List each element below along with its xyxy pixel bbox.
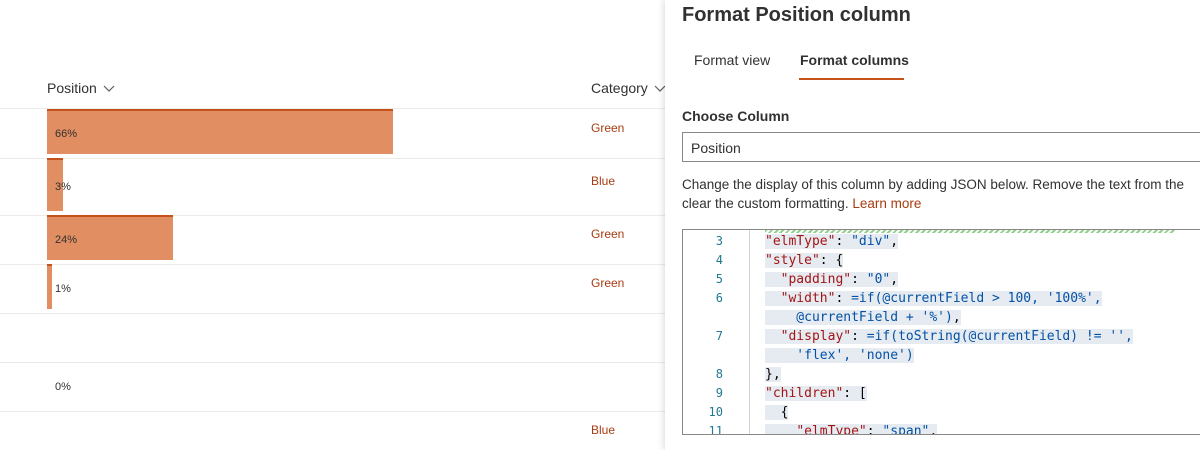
line-number: 3 xyxy=(715,234,723,248)
code-line-text: "elmType": "div", xyxy=(765,234,899,249)
column-header-position[interactable]: Position xyxy=(47,80,115,96)
code-line: "elmType": "div", xyxy=(765,234,899,249)
code-line-text: "children": [ xyxy=(765,386,867,401)
description-line-2: clear the custom formatting. Learn more xyxy=(682,194,1200,213)
position-value: 0% xyxy=(55,380,71,393)
line-number: 8 xyxy=(715,367,723,381)
list-view: Position Category 66% Green 3% Blue 24% Green… xyxy=(0,80,665,450)
position-bar xyxy=(47,158,63,211)
tab-format-view[interactable]: Format view xyxy=(694,52,771,68)
chevron-down-icon xyxy=(654,85,665,92)
table-row[interactable]: 24% Green xyxy=(0,215,665,265)
code-line: @currentField + '%'), xyxy=(765,310,961,325)
learn-more-link[interactable]: Learn more xyxy=(852,196,922,211)
position-bar xyxy=(47,215,173,260)
category-value: Green xyxy=(591,226,625,241)
line-number: 4 xyxy=(715,253,723,267)
category-value: Green xyxy=(591,275,625,290)
active-tab-indicator xyxy=(799,78,904,80)
table-row[interactable]: Blue xyxy=(0,411,665,450)
table-row[interactable]: 66% Green xyxy=(0,109,665,159)
column-header-category[interactable]: Category xyxy=(591,80,665,96)
code-line-text: "padding": "0", xyxy=(765,272,899,287)
category-value: Blue xyxy=(591,173,616,188)
line-number: 7 xyxy=(715,329,723,343)
code-line: 'flex', 'none') xyxy=(765,348,914,363)
code-line-text: "width": =if(@currentField > 100, '100%'… xyxy=(765,291,1102,306)
tab-format-columns[interactable]: Format columns xyxy=(800,52,909,68)
code-line-text: "style": { xyxy=(765,253,844,268)
code-line: { xyxy=(765,405,789,420)
table-row[interactable] xyxy=(0,313,665,363)
choose-column-select[interactable]: Position xyxy=(682,132,1200,162)
line-number: 9 xyxy=(715,386,723,400)
code-line-text: }, xyxy=(765,367,781,382)
category-value: Green xyxy=(591,120,625,135)
position-value: 1% xyxy=(55,282,71,295)
editor-squiggle xyxy=(765,230,1175,233)
position-value: 24% xyxy=(55,233,78,246)
code-line: }, xyxy=(765,367,781,382)
line-number: 5 xyxy=(715,272,723,286)
code-line: "elmType": "span", xyxy=(765,424,938,434)
code-line: "padding": "0", xyxy=(765,272,899,287)
description-line-1: Change the display of this column by add… xyxy=(682,177,1185,192)
choose-column-label: Choose Column xyxy=(682,108,790,124)
code-line: "style": { xyxy=(765,253,844,268)
description-line-2-text: clear the custom formatting. xyxy=(682,196,849,211)
category-value: Blue xyxy=(591,423,616,437)
table-row[interactable]: 1% Green xyxy=(0,264,665,314)
code-line: "children": [ xyxy=(765,386,867,401)
code-line: "display": =if(toString(@currentField) !… xyxy=(765,329,1133,344)
indent-guide xyxy=(749,230,750,434)
panel-title: Format Position column xyxy=(682,4,911,26)
header-divider xyxy=(0,108,665,109)
line-number: 11 xyxy=(708,424,723,435)
line-number: 10 xyxy=(708,405,723,419)
table-row[interactable]: 3% Blue xyxy=(0,158,665,216)
chevron-down-icon xyxy=(103,85,115,92)
code-line-text: { xyxy=(765,405,789,420)
json-code-editor[interactable]: 3 "elmType": "div", 4 "style": { 5 "padding"… xyxy=(682,229,1200,435)
column-header-position-label: Position xyxy=(47,80,97,96)
table-row[interactable]: 0% xyxy=(0,362,665,412)
position-bar xyxy=(47,264,53,309)
position-value: 3% xyxy=(55,180,71,193)
code-line-text: 'flex', 'none') xyxy=(765,348,914,363)
position-value: 66% xyxy=(55,127,78,140)
description-text: Change the display of this column by add… xyxy=(682,175,1200,213)
code-line-text: "elmType": "span", xyxy=(765,424,938,434)
code-line-text: "display": =if(toString(@currentField) !… xyxy=(765,329,1133,344)
code-line-text: @currentField + '%'), xyxy=(765,310,961,325)
code-line: "width": =if(@currentField > 100, '100%'… xyxy=(765,291,1102,306)
position-bar xyxy=(47,109,393,154)
column-header-category-label: Category xyxy=(591,80,648,96)
line-number: 6 xyxy=(715,291,723,305)
format-panel: Format Position column Format view Forma… xyxy=(665,0,1200,450)
